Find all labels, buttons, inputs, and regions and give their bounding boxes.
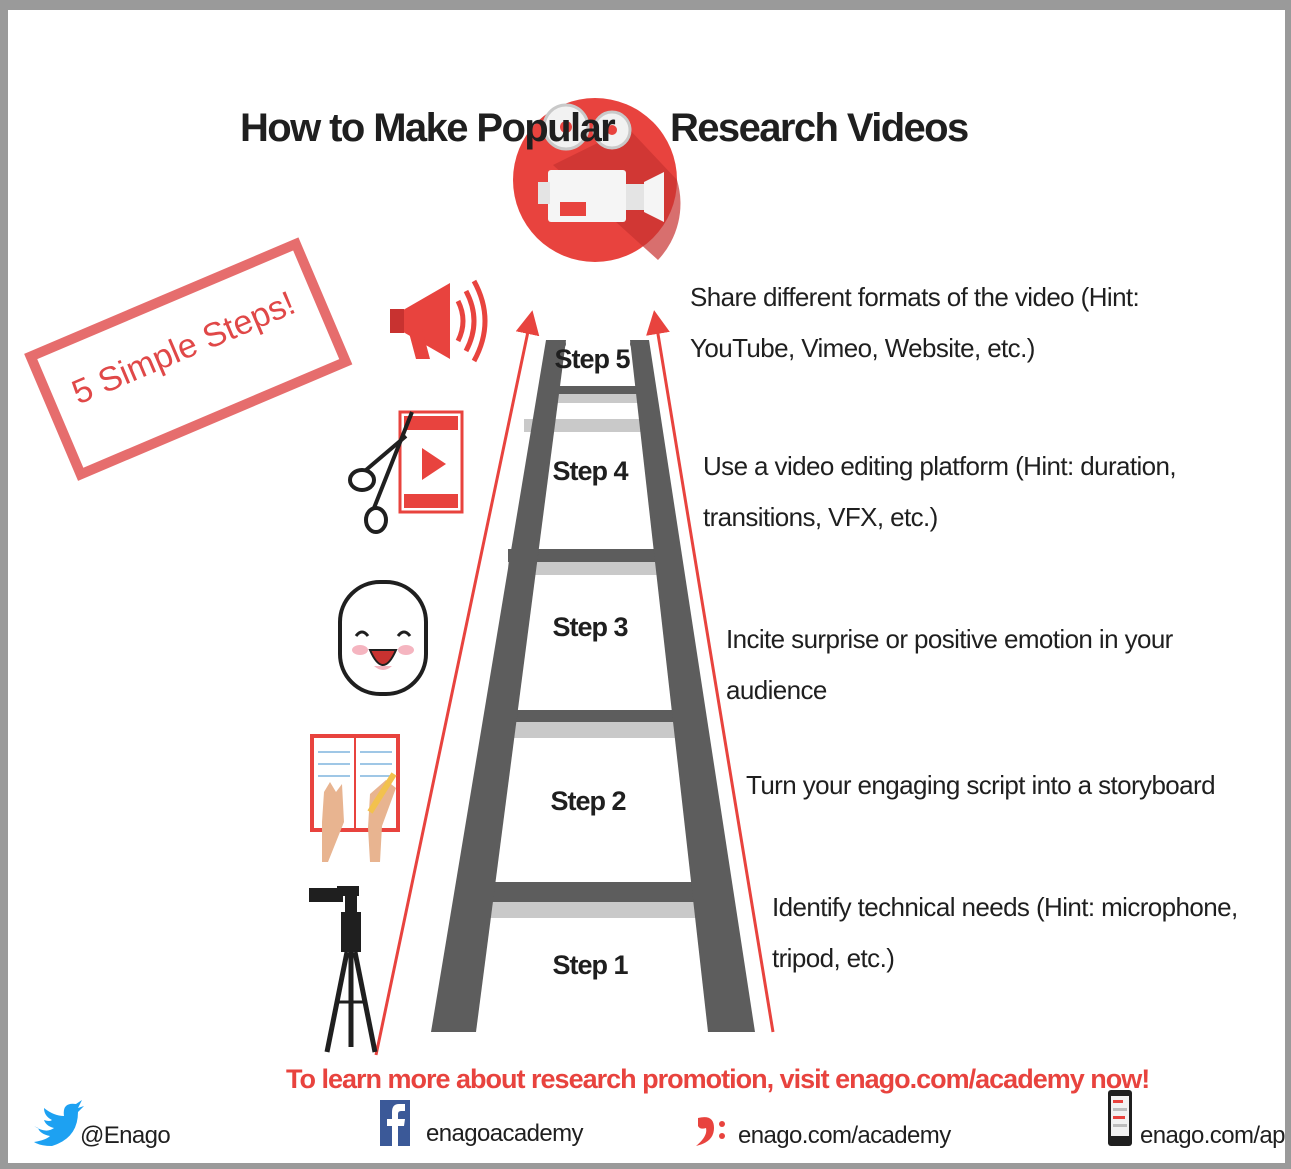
ladder-rungs [470,386,713,918]
ladder-right-rail [630,340,755,1032]
ladder-left-rail [431,340,566,1032]
step-desc-5: Share different formats of the video (Hi… [690,282,1140,363]
footer-academy-link[interactable]: enago.com/academy [738,1122,951,1149]
smartphone-icon [1108,1090,1132,1146]
footer-facebook-handle[interactable]: enagoacademy [426,1120,584,1147]
megaphone-icon [390,279,488,363]
cta-link-text[interactable]: To learn more about research promotion, … [286,1064,1150,1094]
enago-logo-icon [696,1117,725,1146]
step-desc-2: Turn your engaging script into a storybo… [746,770,1216,800]
storyboard-writing-icon [310,734,400,862]
happy-face-icon [338,580,428,696]
tripod-telescope-icon [309,886,378,1053]
title-right: Research Videos [670,106,969,150]
video-camera-icon [513,98,681,262]
infographic: How to Make Popular Research Videos 5 Si… [8,10,1285,1163]
twitter-icon [34,1100,84,1146]
step-label-3: Step 3 [552,612,628,642]
step-label-1: Step 1 [552,950,628,980]
step-desc-3: Incite surprise or positive emotion in y… [726,624,1173,705]
step-desc-1: Identify technical needs (Hint: micropho… [772,892,1238,973]
step-desc-4: Use a video editing platform (Hint: dura… [703,451,1177,532]
footer-twitter-handle[interactable]: @Enago [80,1122,171,1149]
step-label-4: Step 4 [552,456,628,486]
ladder-diagram [34,98,1132,1146]
title-left: How to Make Popular [240,106,616,150]
footer-app-link[interactable]: enago.com/app [1140,1122,1285,1149]
step-label-5: Step 5 [554,344,630,374]
left-arrow [374,310,540,1056]
right-arrow [646,310,775,1033]
step-label-2: Step 2 [550,786,626,816]
scissors-film-icon [348,410,464,534]
facebook-icon [380,1100,410,1146]
